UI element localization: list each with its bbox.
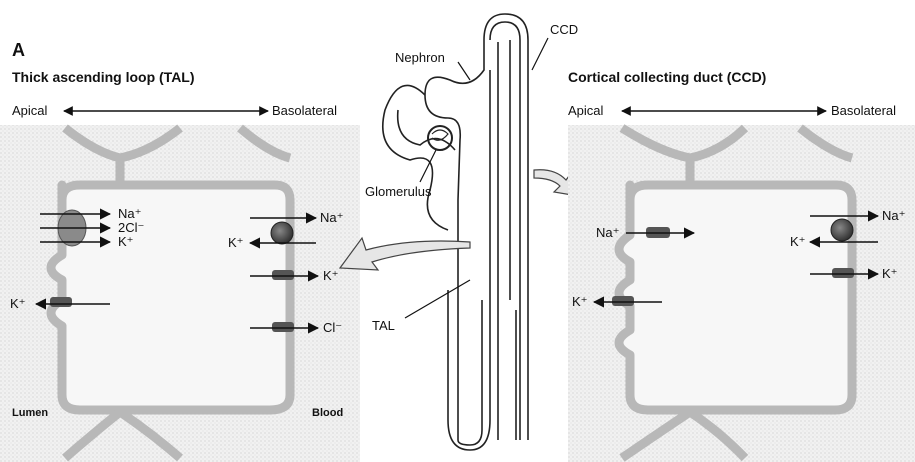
glomerulus-label: Glomerulus <box>365 184 432 199</box>
apical-k-channel <box>50 297 72 307</box>
nkcc-label-na: Na⁺ <box>118 206 141 221</box>
tal-cell-panel: Na⁺ 2Cl⁻ K⁺ K⁺ Na⁺ K⁺ K⁺ Cl⁻ Lumen Blood <box>0 125 360 462</box>
na-k-pump <box>271 222 293 244</box>
ccd-apical-na-label: Na⁺ <box>596 225 619 240</box>
ccd-apical-k-label: K⁺ <box>572 294 588 309</box>
nephron-pointer <box>458 62 470 80</box>
tal-center-label: TAL <box>372 318 395 333</box>
nkcc-label-cl: 2Cl⁻ <box>118 220 144 235</box>
ccd-title: Cortical collecting duct (CCD) <box>568 69 766 85</box>
nephron-label: Nephron <box>395 50 445 65</box>
ccd-cell-panel: Na⁺ K⁺ Na⁺ K⁺ K⁺ <box>568 125 915 462</box>
ccd-pointer <box>532 38 548 70</box>
pump-na-label: Na⁺ <box>320 210 343 225</box>
ccd-cell-membrane <box>619 185 852 410</box>
pump-k-label: K⁺ <box>228 235 244 250</box>
arrow-to-tal-cell <box>340 238 470 270</box>
glomerulus-pointer <box>420 150 436 182</box>
panel-label: A <box>12 40 25 60</box>
blood-label: Blood <box>312 407 343 419</box>
tal-title: Thick ascending loop (TAL) <box>12 69 195 85</box>
nkcc-label-k: K⁺ <box>118 234 134 249</box>
baso-cl-label: Cl⁻ <box>323 320 342 335</box>
baso-k-label: K⁺ <box>323 268 339 283</box>
baso-cl-channel <box>272 322 294 332</box>
tal-pointer <box>405 280 470 318</box>
ccd-pump-na-label: Na⁺ <box>882 208 905 223</box>
apical-k-label: K⁺ <box>10 296 26 311</box>
tal-apical-label: Apical <box>12 103 48 118</box>
tal-basolateral-label: Basolateral <box>272 103 337 118</box>
ccd-baso-k-channel <box>832 268 854 278</box>
ccd-na-k-pump <box>831 219 853 241</box>
ccd-apical-k-channel <box>612 296 634 306</box>
ccd-pump-k-label: K⁺ <box>790 234 806 249</box>
baso-k-channel <box>272 270 294 280</box>
ccd-baso-k-label: K⁺ <box>882 266 898 281</box>
nephron-drawing <box>383 14 528 450</box>
lumen-label: Lumen <box>12 407 48 419</box>
ccd-apical-label: Apical <box>568 103 604 118</box>
ccd-label: CCD <box>550 22 578 37</box>
ccd-basolateral-label: Basolateral <box>831 103 896 118</box>
